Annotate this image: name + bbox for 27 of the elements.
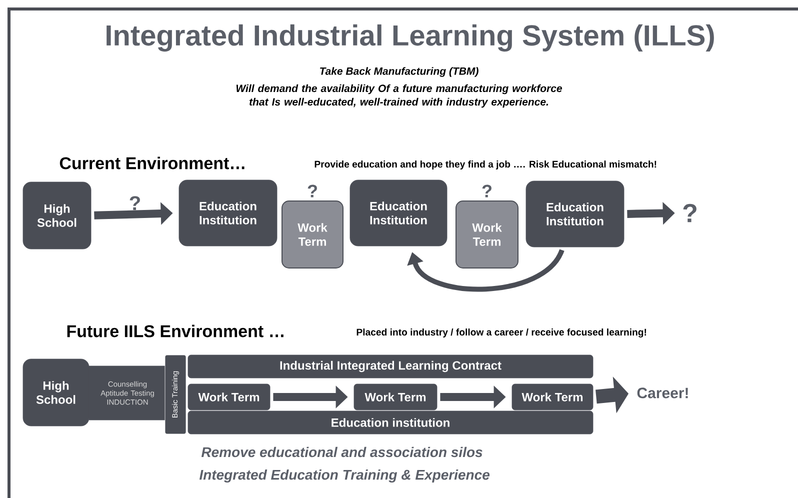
process-bar: Education institution: [188, 410, 594, 434]
edge-label: ?: [130, 196, 140, 210]
title: Integrated Industrial Learning System (ILLS): [106, 24, 714, 52]
question-mark: ?: [482, 184, 492, 198]
note-text: Provide education and hope they find a job …. Risk Educational mismatch!: [314, 160, 656, 170]
subtitle: Will demand the availability Of a future manufacturing workforce that Is well-educated, well-trained with industry experience.: [236, 84, 562, 108]
process-box: High School: [22, 182, 92, 250]
slogan-text: Remove educational and association silos: [201, 446, 482, 458]
work-term-box: Work Term: [456, 200, 518, 268]
process-bar: Industrial Integrated Learning Contract: [188, 354, 594, 378]
process-box: High School: [22, 358, 90, 426]
question-mark: ?: [683, 204, 696, 222]
career-text: Career!: [637, 388, 688, 398]
process-box: Education Institution: [526, 180, 624, 248]
process-bar: Work Term: [188, 384, 270, 410]
arrow: [407, 248, 564, 292]
process-box: Education Institution: [178, 180, 278, 246]
process-bar: Work Term: [512, 384, 594, 410]
section-heading: Future IILS Environment …: [67, 324, 284, 338]
process-box: Education Institution: [350, 180, 448, 246]
question-mark: ?: [308, 184, 317, 198]
section-heading: Current Environment…: [60, 156, 244, 170]
note-text: Placed into industry / follow a career / receive focused learning!: [356, 328, 646, 338]
subtitle: Take Back Manufacturing (TBM): [320, 67, 478, 77]
slogan-text: Integrated Education Training & Experience: [199, 469, 490, 483]
work-term-box: Work Term: [282, 200, 344, 268]
process-bar: Work Term: [354, 384, 438, 410]
